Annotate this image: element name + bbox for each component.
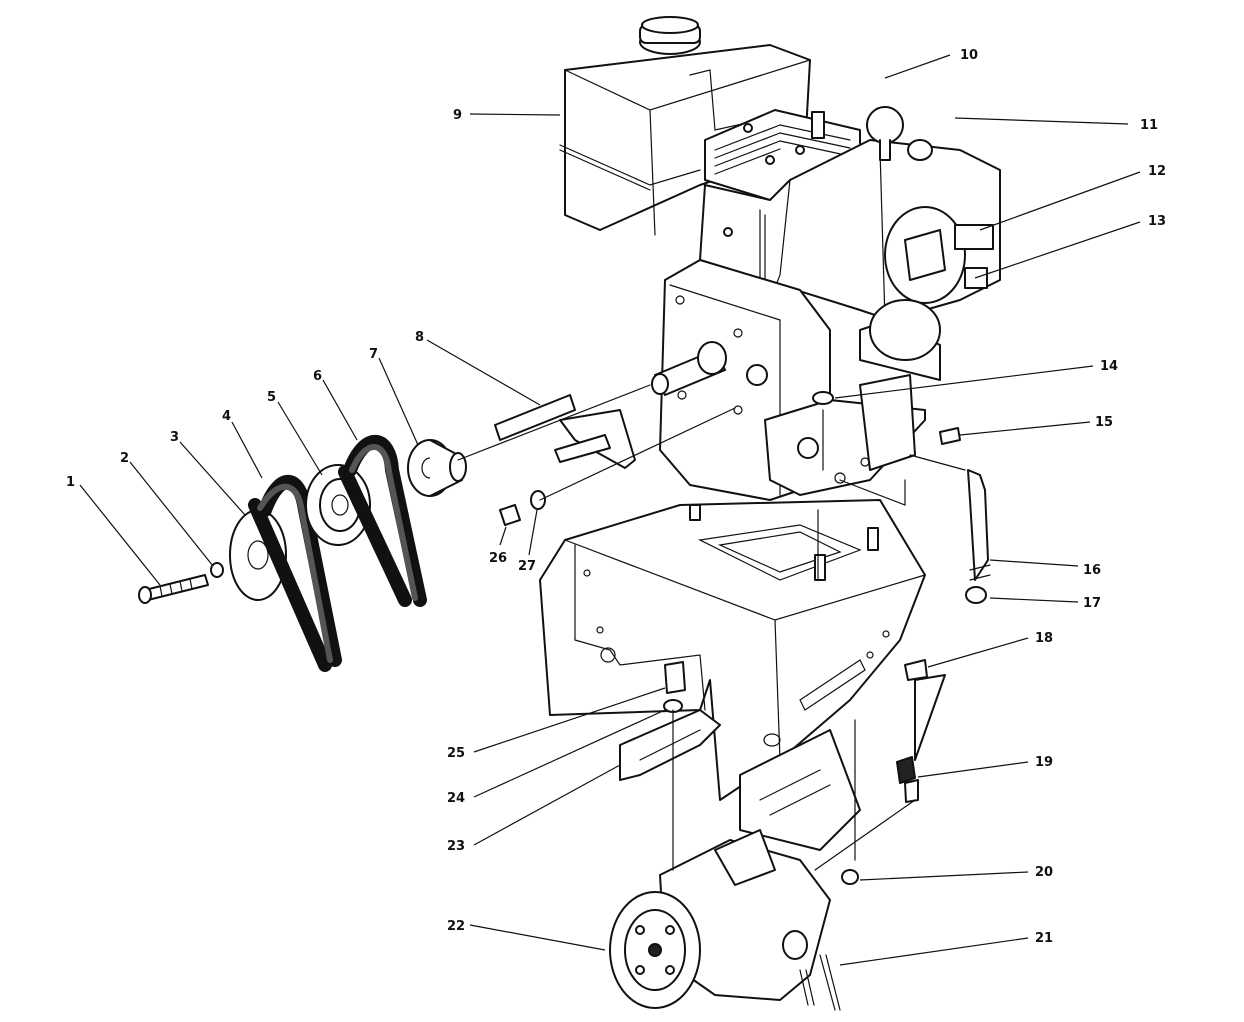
part-label-13: 13 [1148,214,1166,229]
part-label-3: 3 [170,430,179,445]
part-label-5: 5 [267,390,276,405]
part-label-16: 16 [1083,563,1101,578]
pump-drawing [609,729,861,1011]
part-label-22: 22 [447,919,465,934]
part-label-1: 1 [66,475,75,490]
part-label-20: 20 [1035,865,1053,880]
part-label-15: 15 [1095,415,1113,430]
assembly-lines [457,384,966,871]
leader-lines [79,54,1141,966]
part-label-23: 23 [447,839,465,854]
part-label-8: 8 [415,330,424,345]
part-label-2: 2 [120,451,129,466]
part-labels: 1 2 3 4 5 6 7 8 9 10 11 12 13 14 15 16 1… [66,48,1166,946]
bracket-drawing [619,709,721,781]
part-label-25: 25 [447,746,465,761]
part-label-4: 4 [222,409,231,424]
part-label-24: 24 [447,791,465,806]
part-label-7: 7 [369,347,378,362]
engine-shroud-drawing [699,106,1001,321]
mounting-plate-drawing [539,499,926,801]
engine-illustration [138,16,1001,1011]
part-label-19: 19 [1035,755,1053,770]
part-label-10: 10 [960,48,978,63]
part-label-14: 14 [1100,359,1118,374]
fuel-tank-drawing [559,16,811,236]
part-label-6: 6 [313,369,322,384]
part-label-17: 17 [1083,596,1101,611]
part-label-9: 9 [453,108,462,123]
part-label-11: 11 [1140,118,1158,133]
dipstick-drawing [965,469,991,604]
part-label-27: 27 [518,559,536,574]
part-label-21: 21 [1035,931,1053,946]
part-label-26: 26 [489,551,507,566]
crankcase-drawing [651,259,941,501]
part-label-12: 12 [1148,164,1166,179]
belt-guide-drawing [494,394,636,469]
part-label-18: 18 [1035,631,1053,646]
hardware-drawing [499,391,961,885]
pulley-belt-drawing [138,434,467,672]
